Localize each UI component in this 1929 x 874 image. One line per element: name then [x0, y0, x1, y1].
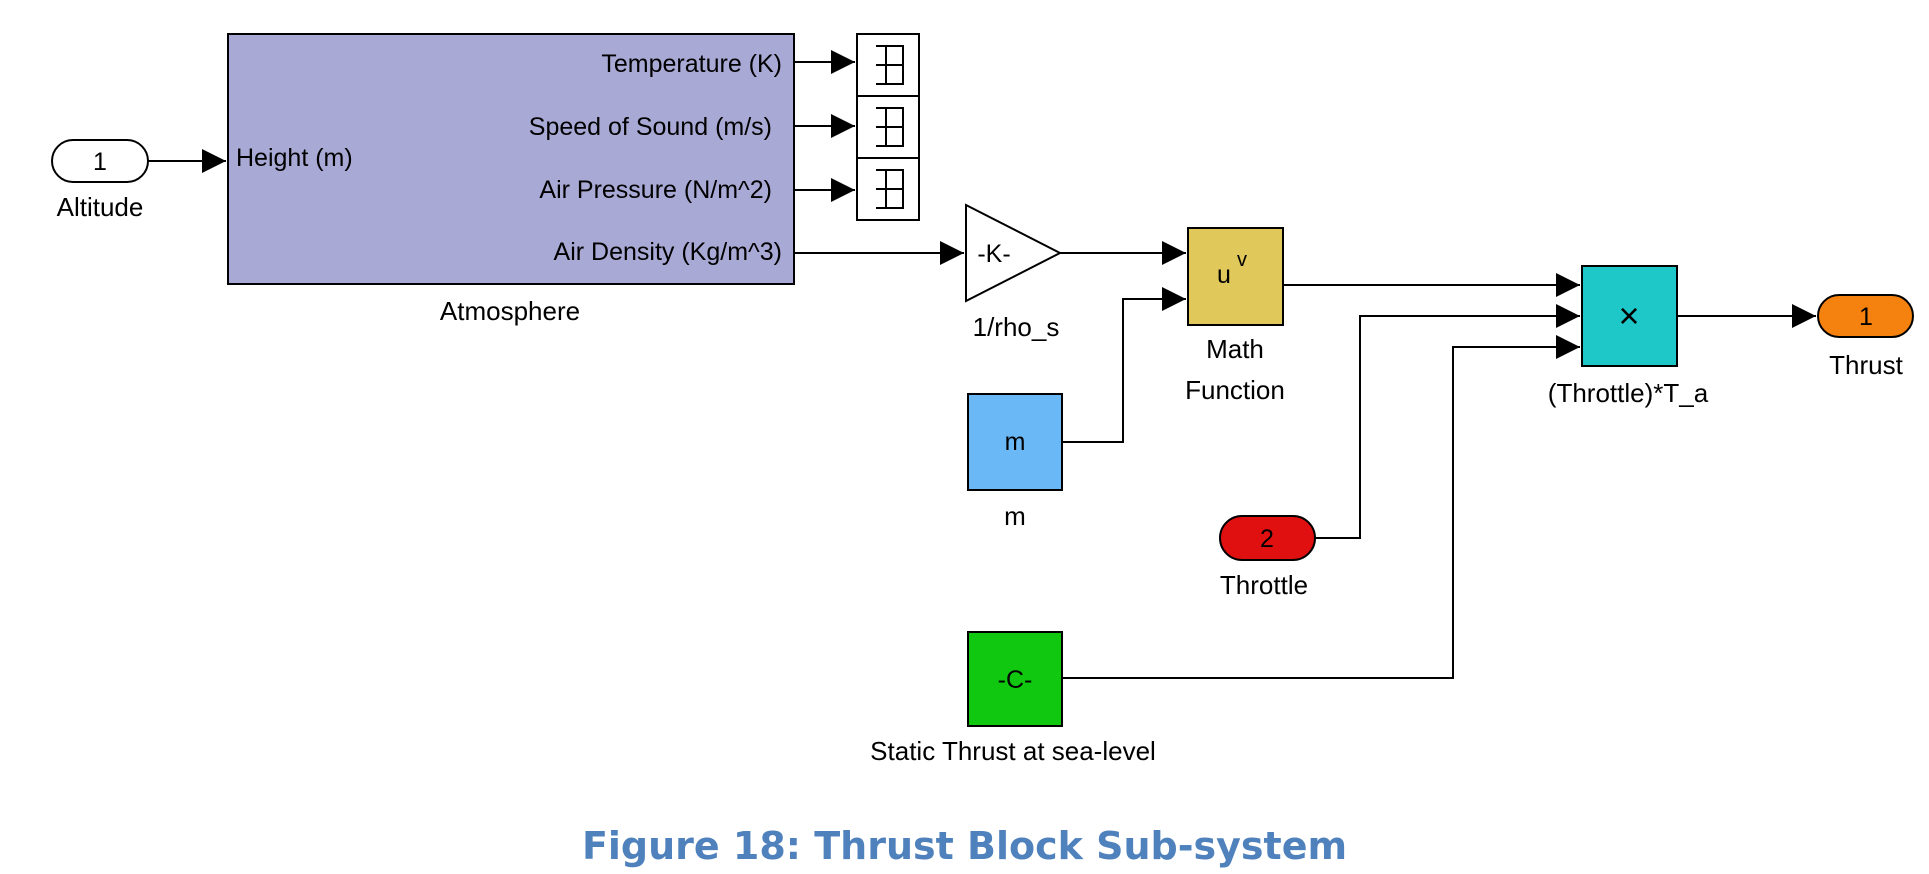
- atmosphere-output-air-density: Air Density (Kg/m^3): [554, 238, 782, 266]
- atmosphere-output-air-pressure: Air Pressure (N/m^2): [539, 176, 772, 204]
- gain-block[interactable]: -K- 1/rho_s: [965, 203, 1063, 342]
- atmosphere-label: Atmosphere: [440, 296, 580, 326]
- m-block-text: m: [1005, 428, 1026, 456]
- terminator-air-pressure[interactable]: [856, 157, 920, 221]
- atmosphere-output-speed-of-sound: Speed of Sound (m/s): [529, 113, 772, 141]
- math-function-label-line2: Function: [1185, 375, 1285, 405]
- signal-throttle-to-product: [1315, 304, 1580, 539]
- gain-label: 1/rho_s: [973, 312, 1060, 342]
- altitude-label: Altitude: [57, 192, 144, 222]
- signal-constant-to-product: [1062, 335, 1580, 679]
- thrust-label: Thrust: [1829, 350, 1903, 380]
- product-label: (Throttle)*T_a: [1548, 378, 1709, 408]
- thrust-outport[interactable]: 1 Thrust: [1817, 294, 1914, 380]
- m-block-label: m: [1004, 501, 1026, 531]
- altitude-inport[interactable]: 1 Altitude: [51, 139, 149, 222]
- throttle-port-number: 2: [1260, 525, 1274, 553]
- constant-text: -C-: [998, 666, 1033, 694]
- terminator-speed-of-sound[interactable]: [856, 95, 920, 159]
- m-block[interactable]: m m: [967, 393, 1063, 531]
- figure-caption: Figure 18: Thrust Block Sub-system: [581, 824, 1348, 868]
- product-symbol: ×: [1618, 295, 1639, 336]
- signal-m-to-math: [1062, 287, 1186, 443]
- altitude-port-number: 1: [93, 148, 107, 176]
- math-function-label-line1: Math: [1206, 334, 1264, 364]
- throttle-inport[interactable]: 2 Throttle: [1219, 515, 1316, 600]
- math-function-text: u: [1217, 261, 1231, 289]
- signal-lines: [148, 50, 1816, 679]
- product-block[interactable]: × (Throttle)*T_a: [1548, 265, 1709, 408]
- terminator-temperature[interactable]: [856, 33, 920, 97]
- throttle-label: Throttle: [1220, 570, 1308, 600]
- math-function-block[interactable]: u v Math Function: [1185, 227, 1285, 405]
- math-function-superscript: v: [1237, 249, 1247, 271]
- atmosphere-output-temperature: Temperature (K): [601, 50, 782, 78]
- gain-text: -K-: [977, 240, 1010, 268]
- atmosphere-input-height: Height (m): [236, 144, 353, 172]
- constant-block[interactable]: -C- Static Thrust at sea-level: [870, 631, 1156, 766]
- thrust-port-number: 1: [1859, 303, 1873, 331]
- constant-label: Static Thrust at sea-level: [870, 736, 1156, 766]
- atmosphere-block[interactable]: Height (m) Temperature (K) Speed of Soun…: [227, 33, 795, 326]
